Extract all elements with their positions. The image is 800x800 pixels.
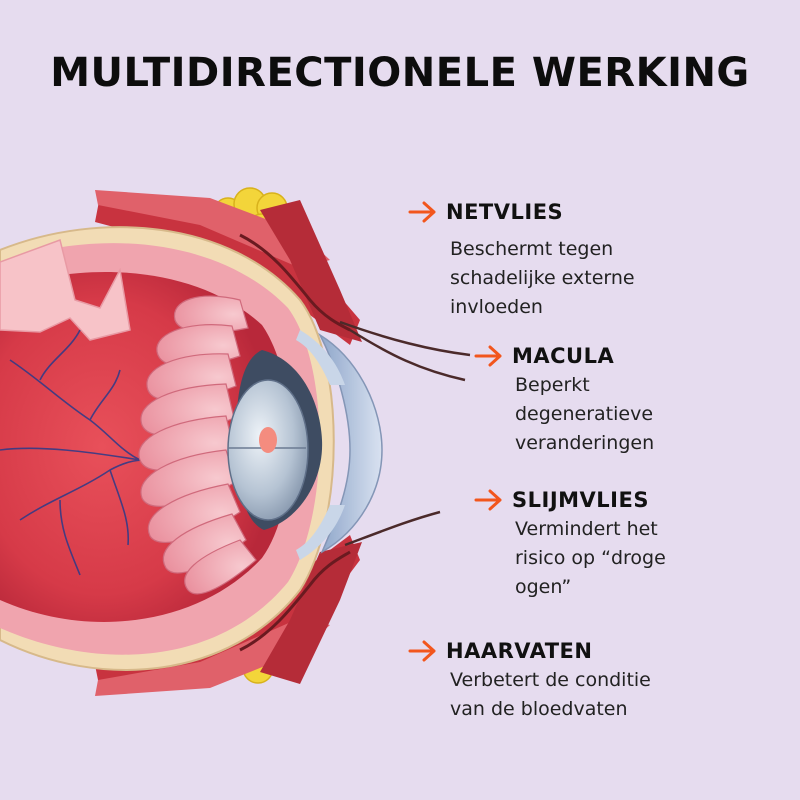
- feature-title: MACULA: [512, 344, 615, 368]
- description-line: Beschermt tegen: [450, 238, 614, 260]
- pupil-highlight: [259, 427, 277, 453]
- cornea: [318, 332, 383, 554]
- feature-slijmvlies: SLIJMVLIES Vermindert het risico op “dro…: [474, 485, 715, 602]
- feature-description: Vermindert het risico op “droge ogen”: [515, 515, 715, 602]
- description-line: Vermindert het: [515, 518, 658, 540]
- arrow-right-icon: [474, 345, 502, 367]
- feature-title: HAARVATEN: [446, 639, 593, 663]
- feature-description: Verbetert de conditie van de bloedvaten: [450, 666, 750, 724]
- description-line: invloeden: [450, 296, 543, 318]
- description-line: degeneratieve: [515, 403, 654, 425]
- arrow-right-icon: [408, 201, 436, 223]
- description-line: veranderingen: [515, 432, 655, 454]
- page-title: MULTIDIRECTIONELE WERKING: [50, 50, 750, 96]
- feature-title: NETVLIES: [446, 200, 564, 224]
- description-line: Beperkt: [515, 374, 590, 396]
- description-line: ogen”: [515, 576, 572, 598]
- description-line: van de bloedvaten: [450, 698, 628, 720]
- feature-macula: MACULA Beperkt degeneratieve verandering…: [474, 341, 775, 458]
- feature-haarvaten: HAARVATEN Verbetert de conditie van de b…: [408, 636, 750, 724]
- retinal-blood-vessels: [0, 329, 146, 576]
- arrow-right-icon: [474, 489, 502, 511]
- ciliary-body: [138, 295, 257, 595]
- feature-netvlies: NETVLIES Beschermt tegen schadelijke ext…: [408, 197, 750, 322]
- cutaway-section: [0, 239, 131, 341]
- feature-description: Beperkt degeneratieve veranderingen: [515, 371, 775, 458]
- feature-description: Beschermt tegen schadelijke externe invl…: [450, 235, 750, 322]
- description-line: risico op “droge: [515, 547, 666, 569]
- arrow-right-icon: [408, 640, 436, 662]
- description-line: schadelijke externe: [450, 267, 635, 289]
- feature-title: SLIJMVLIES: [512, 488, 649, 512]
- description-line: Verbetert de conditie: [450, 669, 651, 691]
